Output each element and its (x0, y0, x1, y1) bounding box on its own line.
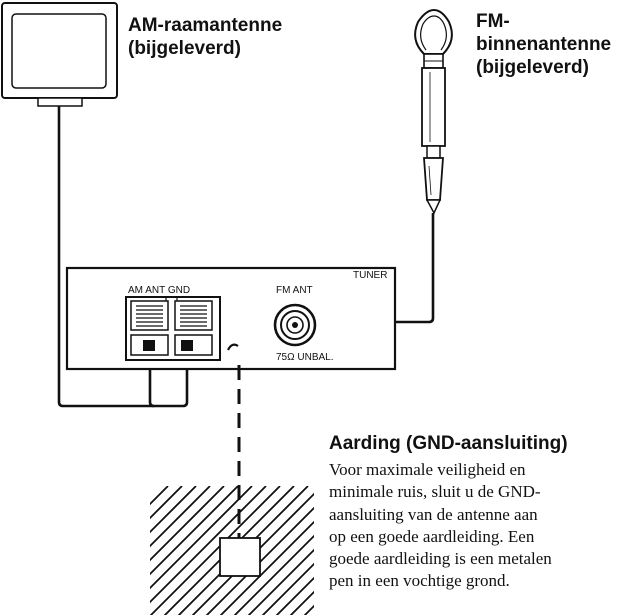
impedance-label: 75Ω UNBAL. (276, 352, 334, 363)
am-gnd-terminal-block (125, 296, 221, 361)
fm-antenna-line1: FM- (476, 11, 510, 32)
am-antenna-cable (57, 106, 189, 408)
fm-indoor-antenna (414, 8, 453, 215)
am-loop-antenna (1, 2, 118, 107)
tuner-label: TUNER (353, 270, 388, 281)
grounding-line: op een goede aardleiding. Een (329, 526, 535, 546)
grounding-line: minimale ruis, sluit u de GND- (329, 482, 541, 502)
ground-rod-box (219, 537, 261, 577)
tuner-rear-panel (65, 266, 397, 371)
am-antenna-label: AM-raamantenne (bijgeleverd) (128, 14, 328, 60)
fm-antenna-label: FM- binnenantenne (bijgeleverd) (476, 10, 636, 79)
am-antenna-cable-branch (148, 351, 155, 408)
fm-antenna-cable (314, 213, 435, 324)
am-ant-gnd-label: AM ANT GND (128, 285, 191, 296)
grounding-title: Aarding (GND-aansluiting) (329, 433, 568, 454)
fm-ant-label: FM ANT (276, 285, 313, 296)
gnd-wire-hook (227, 343, 239, 351)
fm-antenna-line3: (bijgeleverd) (476, 57, 589, 78)
fm-ant-coax-connector (273, 303, 317, 347)
grounding-line: aansluiting van de antenne aan (329, 504, 538, 524)
am-antenna-title: AM-raamantenne (128, 15, 283, 36)
grounding-line: goede aardleiding is een metalen (329, 549, 552, 569)
fm-antenna-line2: binnenantenne (476, 34, 612, 55)
grounding-line: pen in een vochtige grond. (329, 571, 510, 591)
grounding-description: Voor maximale veiligheid en minimale rui… (329, 459, 552, 593)
grounding-line: Voor maximale veiligheid en (329, 460, 526, 479)
am-antenna-subtitle: (bijgeleverd) (128, 38, 241, 59)
